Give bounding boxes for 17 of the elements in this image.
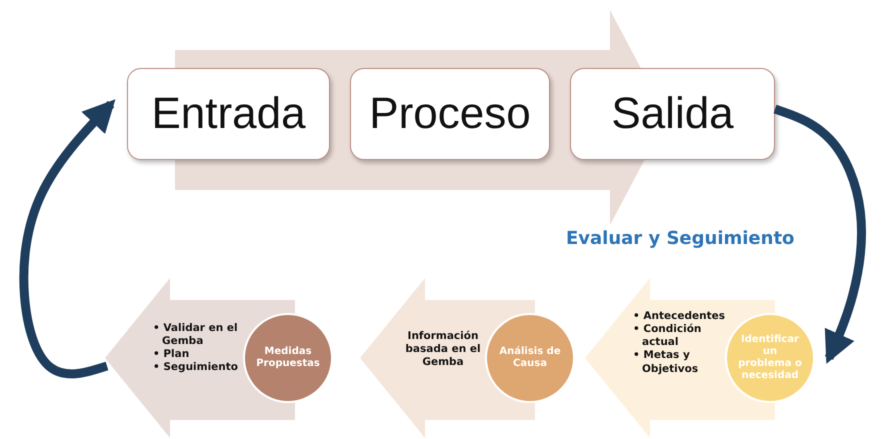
edge-label: Evaluar y Seguimiento: [566, 228, 794, 249]
box-title: Salida: [611, 89, 734, 139]
box-title: Entrada: [151, 89, 306, 139]
bullet-item: • Condición actual: [633, 323, 702, 350]
circle-label: Medidas Propuestas: [255, 346, 321, 370]
process-box: [350, 68, 550, 160]
bullet-item: • Plan: [153, 348, 190, 362]
process-box: [127, 68, 330, 160]
bullet-item: • Validar en el Gemba: [153, 322, 239, 348]
arrow-text: Información basada en el Gemba: [404, 330, 482, 370]
process-box: [570, 68, 775, 160]
box-title: Proceso: [369, 89, 531, 139]
circle-label: Análisis de Causa: [498, 346, 562, 370]
circle-label: Identificar un problema o necesidad: [737, 334, 803, 382]
bullet-item: • Metas y Objetivos: [633, 349, 700, 376]
bullet-item: • Seguimiento: [153, 361, 240, 374]
bullet-item: • Antecedentes: [633, 310, 726, 324]
